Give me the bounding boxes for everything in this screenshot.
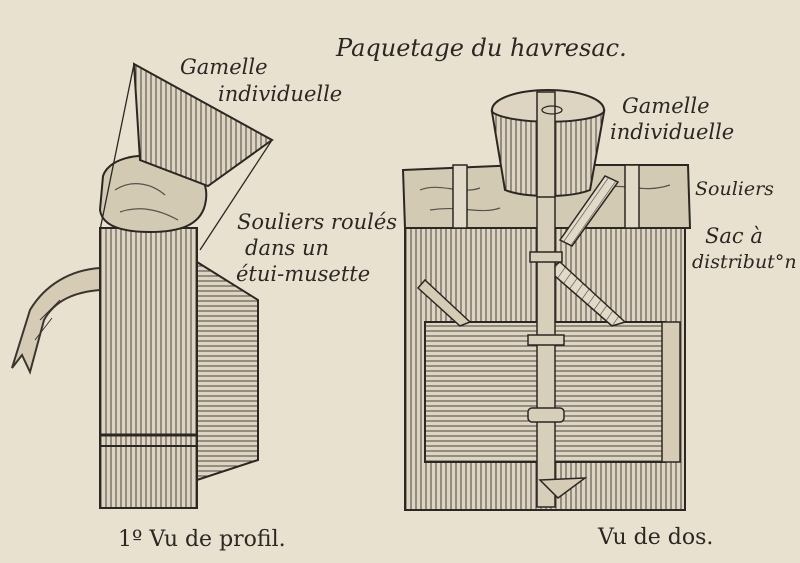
profile-gamelle-label-1: Gamelle: [180, 55, 268, 79]
profile-souliers-label-1: Souliers roulés: [237, 210, 398, 234]
plate-title: Paquetage du havresac.: [336, 34, 627, 62]
gamelle-profile: [132, 62, 274, 188]
back-sac-label-2: distribut°n: [692, 251, 797, 273]
profile-souliers-label-2: dans un: [245, 236, 329, 260]
back-gamelle-label-1: Gamelle: [622, 94, 710, 118]
profile-souliers-label-3: étui-musette: [236, 262, 371, 286]
profile-caption: 1º Vu de profil.: [118, 527, 286, 552]
profile-gamelle-label-2: individuelle: [218, 82, 343, 106]
back-gamelle-label-2: individuelle: [610, 120, 735, 144]
back-caption: Vu de dos.: [598, 525, 714, 550]
strap: [11, 266, 101, 375]
side-pouch: [196, 260, 259, 482]
back-sac-label-1: Sac à: [705, 224, 763, 248]
back-souliers-label: Souliers: [695, 178, 774, 200]
